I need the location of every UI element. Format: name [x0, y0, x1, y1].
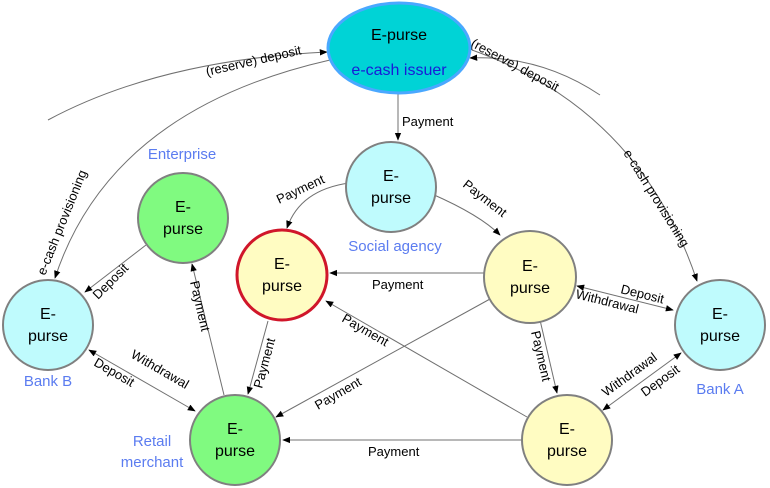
node-consumer-highlighted-line1: E- [274, 256, 290, 273]
label-issuer-social: Payment [402, 114, 454, 129]
edge-social-red [286, 182, 350, 229]
node-consumer-bottom-line2: purse [547, 443, 587, 460]
node-enterprise-line1: E- [175, 199, 191, 216]
node-social-agency[interactable]: E- purse [345, 141, 437, 233]
node-bank-a[interactable]: E- purse [674, 279, 766, 371]
label-enterprise-bankb: Deposit [90, 260, 132, 302]
label-issuer-bankb-provisioning: e-cash provisioning [34, 168, 90, 277]
label-retail-enterprise: Payment [187, 279, 213, 333]
label-right-red: Payment [372, 277, 424, 292]
edge-bottom-red [325, 300, 528, 418]
edge-right-retail [275, 298, 491, 418]
node-enterprise-line2: purse [163, 221, 203, 238]
label-bottom-red: Payment [340, 311, 392, 350]
node-consumer-highlighted[interactable]: E- purse [235, 228, 329, 322]
node-e-cash-issuer-title: E-purse [371, 27, 427, 44]
label-social-right: Payment [460, 177, 510, 221]
node-consumer-bottom[interactable]: E- purse [521, 394, 613, 486]
node-retail-merchant[interactable]: E- purse [189, 394, 281, 486]
edge-bankb-retail [88, 349, 196, 412]
label-red-retail: Payment [250, 336, 278, 390]
edge-bottom-banka [602, 352, 682, 411]
role-bank-b: Bank B [24, 373, 72, 390]
role-enterprise: Enterprise [148, 146, 216, 163]
node-bank-b-line1: E- [40, 306, 56, 323]
label-issuer-banka-provisioning: e-cash provisioning [620, 147, 692, 250]
node-e-cash-issuer[interactable]: E-purse e-cash issuer [326, 1, 472, 95]
role-social-agency: Social agency [348, 238, 442, 255]
edge-right-bottom [539, 319, 559, 394]
node-bank-b[interactable]: E- purse [2, 279, 94, 371]
node-social-agency-line2: purse [371, 190, 411, 207]
role-retail-merchant-line1: Retail [133, 433, 171, 450]
node-consumer-bottom-line1: E- [559, 421, 575, 438]
edge-enterprise-bankb [84, 244, 147, 293]
node-retail-merchant-line2: purse [215, 443, 255, 460]
role-bank-a: Bank A [696, 381, 744, 398]
edge-issuer-bankb-provisioning [54, 59, 331, 279]
node-bank-a-line1: E- [712, 306, 728, 323]
label-bottom-retail: Payment [368, 444, 420, 459]
edge-bankb-issuer-reserve-deposit [47, 49, 328, 121]
label-bankb-issuer-reserve-deposit: (reserve) deposit [204, 42, 303, 79]
node-consumer-right-line2: purse [510, 280, 550, 297]
node-consumer-right-line1: E- [522, 258, 538, 275]
node-social-agency-line1: E- [383, 168, 399, 185]
node-retail-merchant-line1: E- [227, 421, 243, 438]
role-retail-merchant-line2: merchant [121, 454, 184, 471]
edge-red-retail [246, 320, 269, 395]
edge-retail-enterprise [190, 263, 225, 396]
node-consumer-highlighted-line2: purse [262, 278, 302, 295]
node-bank-b-line2: purse [28, 328, 68, 345]
label-bankb-retail-withdrawal: Withdrawal [129, 347, 192, 392]
label-right-bottom: Payment [528, 329, 554, 383]
node-e-cash-issuer-sublabel: e-cash issuer [351, 62, 447, 79]
node-enterprise[interactable]: E- purse [137, 172, 229, 264]
node-bank-a-line2: purse [700, 328, 740, 345]
label-social-red: Payment [274, 171, 327, 206]
edge-issuer-banka-provisioning [471, 49, 698, 282]
edge-right-banka [576, 284, 674, 312]
edge-social-right [431, 193, 501, 236]
label-banka-issuer-reserve-deposit: (reserve) deposit [469, 35, 563, 94]
node-consumer-right[interactable]: E- purse [483, 230, 577, 324]
edge-banka-issuer-reserve-deposit [469, 54, 601, 96]
